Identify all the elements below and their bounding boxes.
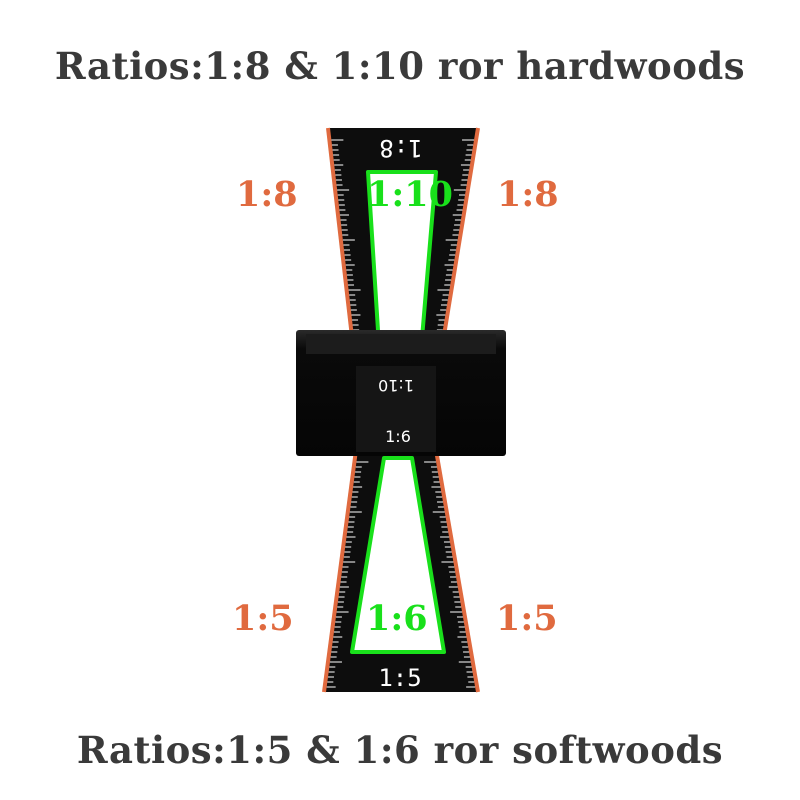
center-block: 1:10 1:6 [296,330,506,456]
lower-window [350,456,446,654]
lower-right-ratio-label: 1:5 [496,598,558,639]
center-block-slot [356,366,436,452]
lower-blade-right-edge [434,449,480,693]
lower-blade-ticks [326,461,476,688]
top-caption: Ratios:1:8 & 1:10 ror hardwoods [54,44,746,88]
block-upper-engraving: 1:10 [378,376,414,395]
upper-blade: 1:8 [326,127,480,373]
upper-left-ratio-label: 1:8 [236,174,298,215]
center-block-top-face [306,334,496,354]
lower-blade: 1:5 [322,449,480,693]
upper-center-ratio-label: 1:10 [367,174,453,215]
lower-center-ratio-label: 1:6 [366,598,428,639]
lower-left-ratio-label: 1:5 [232,598,294,639]
upper-right-ratio-label: 1:8 [497,174,559,215]
block-lower-engraving: 1:6 [385,427,411,446]
upper-end-engraving: 1:8 [379,134,422,162]
lower-end-engraving: 1:5 [378,664,421,692]
lower-blade-left-edge [322,449,358,693]
bottom-caption: Ratios:1:5 & 1:6 ror softwoods [76,728,724,772]
